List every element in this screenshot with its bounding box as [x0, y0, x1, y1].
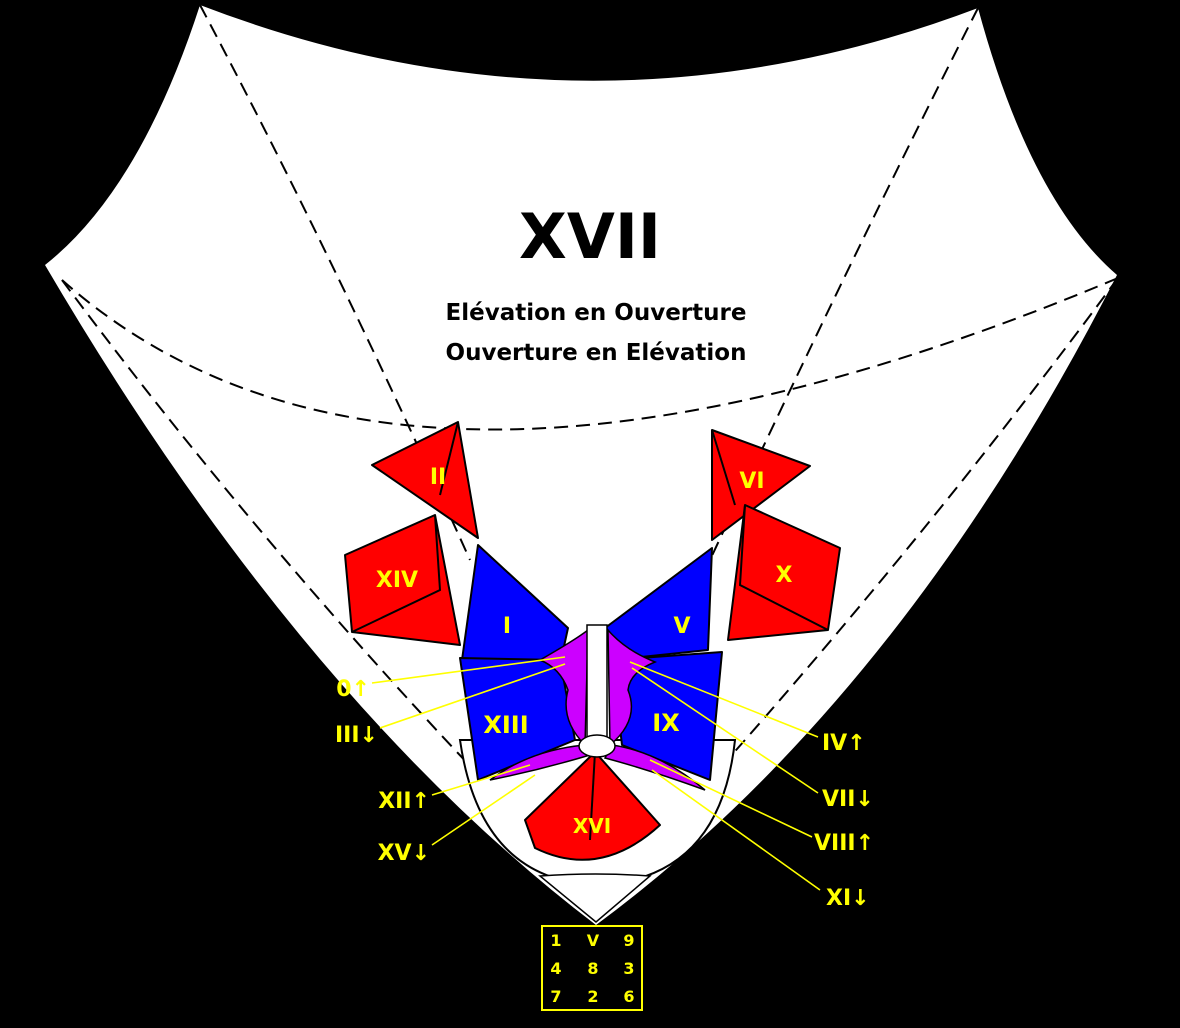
label-x: X	[776, 563, 793, 588]
label-xiii: XIII	[483, 711, 528, 739]
magic-square-cell: 4	[550, 959, 561, 978]
pointer-xi	[651, 769, 821, 891]
label-xvi: XVI	[573, 814, 611, 838]
magic-square-cell: 1	[550, 931, 561, 950]
pointer-iv	[629, 661, 819, 738]
dashed-line-left-inner	[61, 279, 601, 901]
dashed-line-right-outer	[709, 7, 979, 561]
label-ii: II	[430, 465, 446, 490]
magic-square-cell: V	[587, 931, 600, 950]
subtitle-1: Elévation en Ouverture	[446, 300, 747, 326]
pointer-xv	[431, 774, 536, 846]
side-label-vii: VII↓	[822, 787, 874, 812]
magic-square-cell: 2	[587, 987, 598, 1006]
magenta-lower-right	[603, 744, 706, 791]
magic-square-box	[541, 925, 643, 1011]
pointer-viii	[649, 759, 813, 838]
label-vi: VI	[739, 469, 764, 494]
dashed-arc	[61, 277, 1119, 431]
pointer-xii	[431, 764, 531, 796]
side-label-xii: XII↑	[378, 789, 430, 814]
label-ix: IX	[652, 709, 680, 737]
magic-square-cell: 3	[623, 959, 634, 978]
magic-square-cell: 9	[623, 931, 634, 950]
white-surface	[45, 5, 1117, 925]
center-column	[586, 624, 608, 741]
side-label-xi: XI↓	[826, 886, 870, 911]
dashed-line-left-outer	[199, 4, 471, 561]
panel-xiii	[459, 657, 576, 781]
side-label-viii: VIII↑	[814, 831, 874, 856]
bowl-tip	[538, 873, 652, 923]
pointer-0	[371, 656, 566, 684]
magic-square-cell: 7	[550, 987, 561, 1006]
pointer-vii	[631, 667, 819, 794]
label-xiv: XIV	[376, 568, 418, 593]
pointer-iii	[379, 663, 566, 729]
side-label-xv: XV↓	[378, 841, 430, 866]
label-i: I	[503, 614, 511, 639]
side-label-iii: III↓	[335, 723, 378, 748]
magic-square-cell: 6	[623, 987, 634, 1006]
title: XVII	[519, 200, 661, 273]
magenta-right-wing	[607, 627, 658, 747]
magic-square-cell: 8	[587, 959, 598, 978]
panel-vi	[711, 429, 811, 541]
panel-xiv	[344, 514, 461, 646]
label-v: V	[673, 614, 690, 639]
side-label-0: 0↑	[336, 677, 370, 702]
magenta-lower-left	[489, 744, 592, 781]
center-hole	[578, 734, 616, 758]
side-label-iv: IV↑	[822, 731, 866, 756]
subtitle-2: Ouverture en Elévation	[446, 340, 747, 366]
